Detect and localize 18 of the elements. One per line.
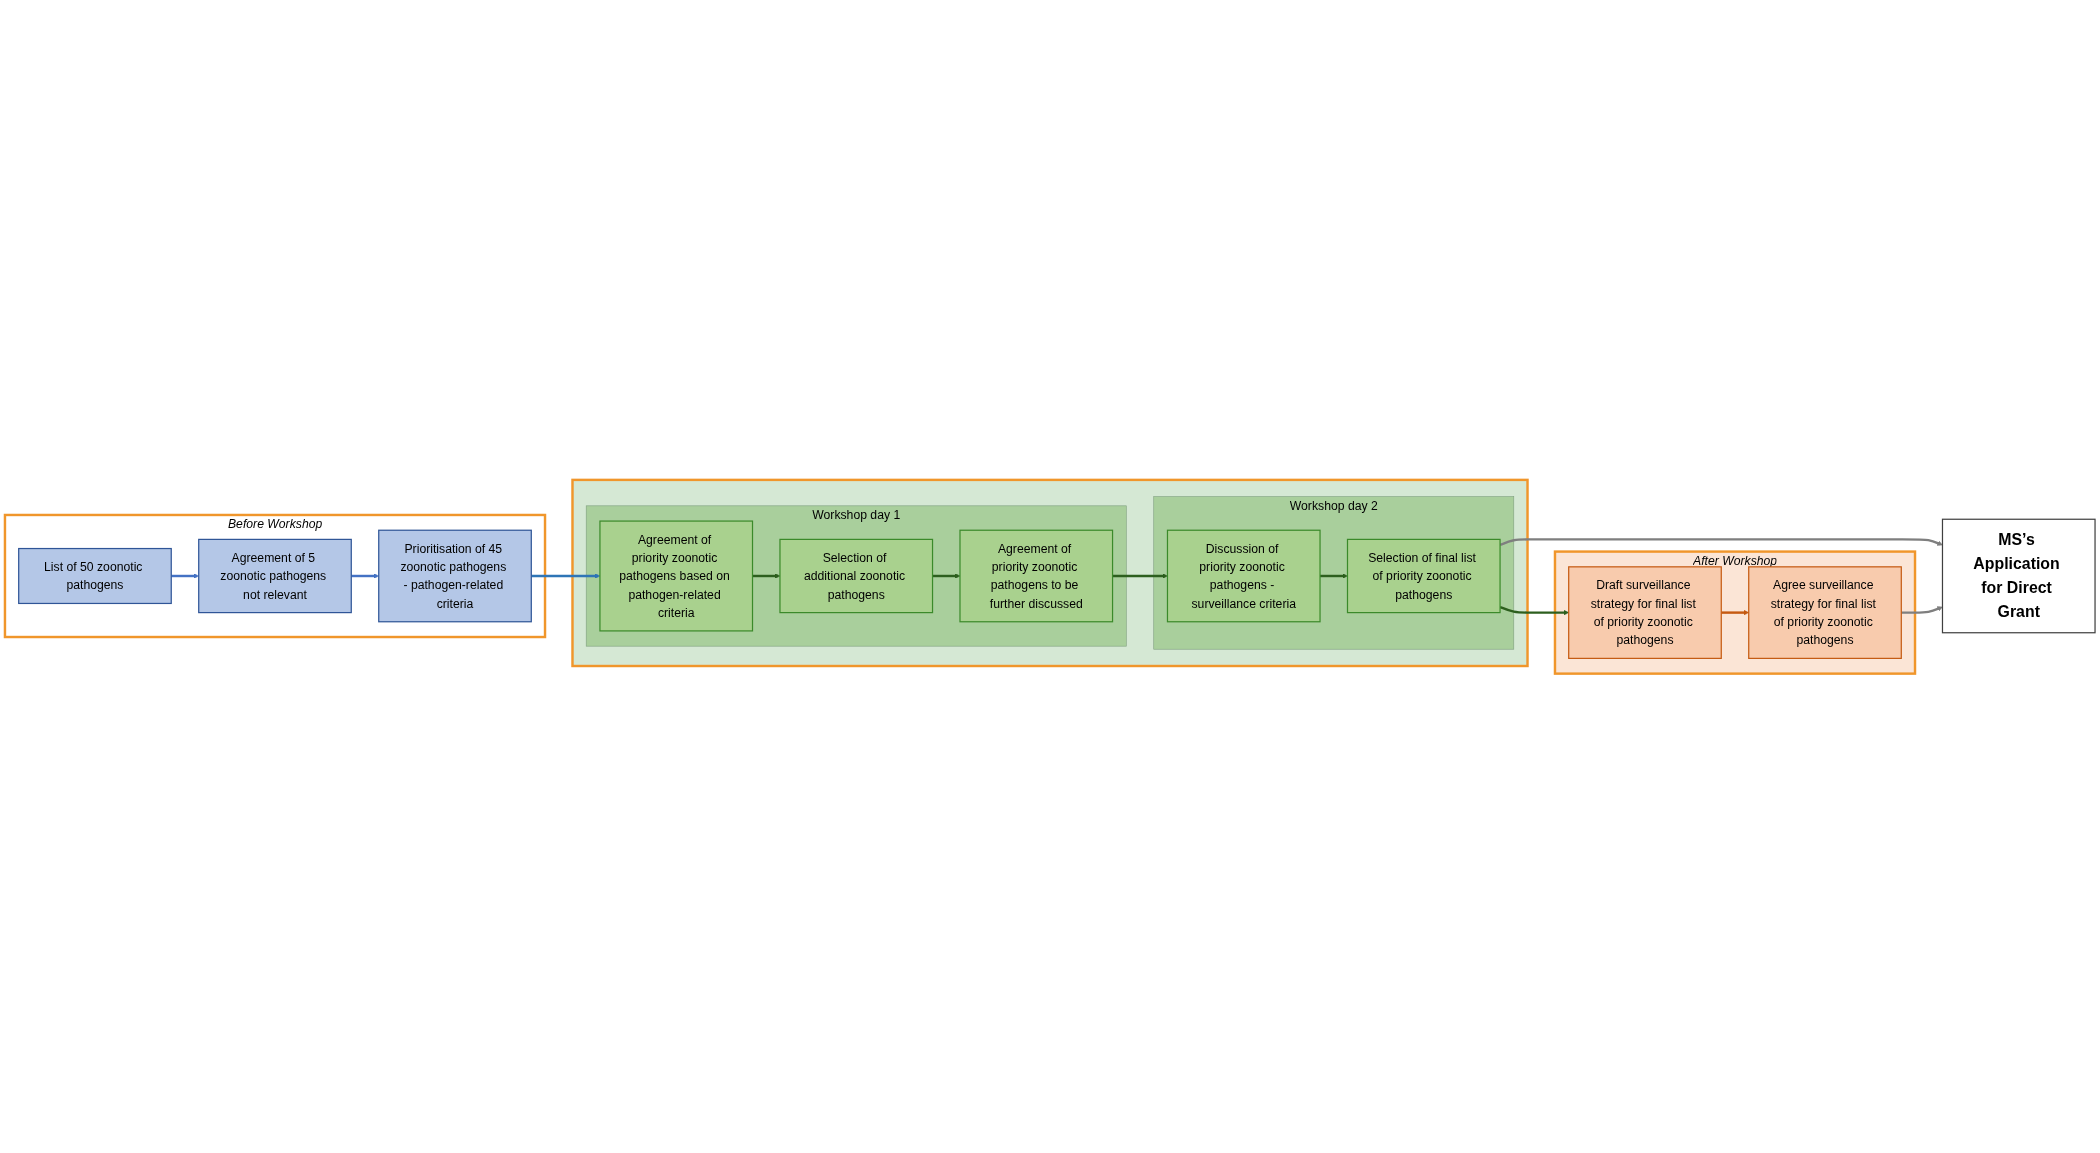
node-box: Agreement of 5 zoonotic pathogens not relevant <box>198 538 352 613</box>
arrow <box>1721 609 1749 616</box>
cluster <box>571 478 1529 667</box>
arrow <box>171 573 199 579</box>
arrow <box>1901 606 1943 614</box>
node-box: Discussion of priority zoonotic pathogens - surveillance criteria <box>1166 529 1321 623</box>
node-box: Agreement of priority zoonotic pathogens based on pathogen-related criteria <box>599 520 754 632</box>
node-box: Draft surveillance strategy for final list of priority zoonotic pathogens <box>1568 565 1722 659</box>
arrow <box>351 573 379 579</box>
node-box: List of 50 zoonotic pathogens <box>18 547 172 604</box>
node-box: Agree surveillance strategy for final list of priority zoonotic pathogens <box>1748 565 1902 659</box>
node-box: Prioritisation of 45 zoonotic pathogens - pathogen-related criteria <box>378 529 532 623</box>
node-box: MS’s Application for Direct Grant <box>1941 518 2096 634</box>
node-box: Agreement of priority zoonotic pathogens to be further discussed <box>959 529 1114 623</box>
node-box: Selection of additional zoonotic pathogens <box>779 538 934 613</box>
arrow <box>1112 573 1168 579</box>
node-box: Selection of final list of priority zoonotic pathogens <box>1346 538 1501 613</box>
arrow <box>1320 573 1348 579</box>
